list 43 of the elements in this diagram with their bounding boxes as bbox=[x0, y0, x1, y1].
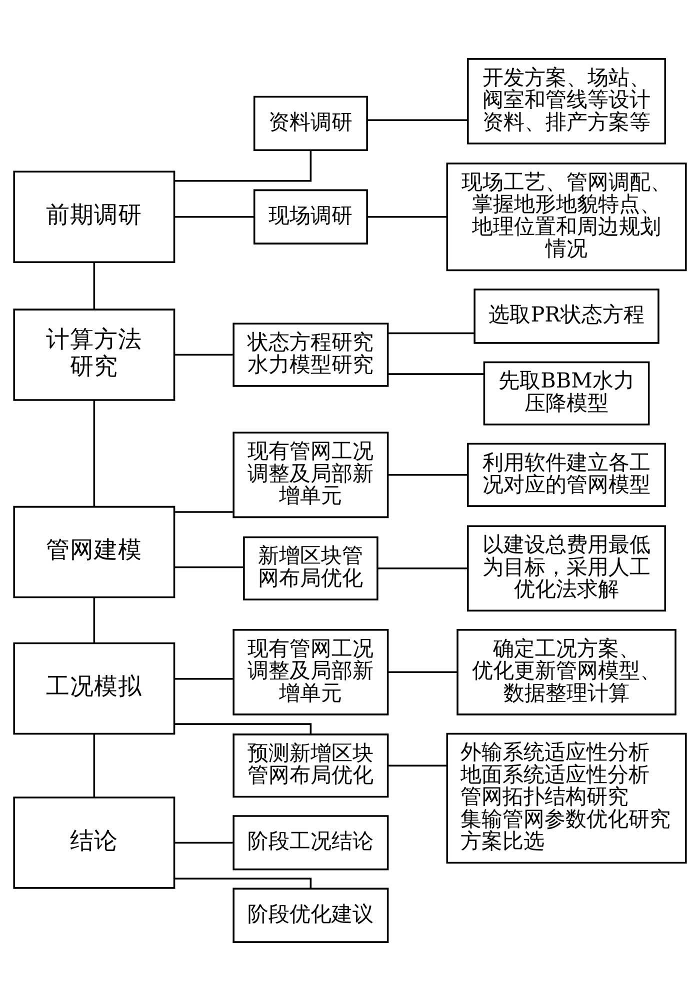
connector bbox=[367, 215, 448, 218]
connector bbox=[367, 118, 468, 120]
node-box: 工况模拟 bbox=[13, 642, 176, 734]
connector bbox=[174, 722, 312, 734]
connector bbox=[174, 215, 254, 218]
node-box: 选取PR状态方程 bbox=[474, 288, 660, 344]
node-box: 阶段优化建议 bbox=[232, 887, 389, 942]
node-box: 计算方法研究 bbox=[13, 308, 176, 400]
connector bbox=[174, 566, 244, 568]
node-box: 管网建模 bbox=[13, 505, 176, 598]
connector bbox=[174, 841, 233, 844]
node-box: 结论 bbox=[13, 796, 176, 888]
node-box: 开发方案、场站、阀室和管线等设计资料、排产方案等 bbox=[467, 58, 666, 144]
connector bbox=[174, 353, 233, 356]
connector bbox=[93, 400, 96, 506]
connector bbox=[93, 733, 96, 797]
connector bbox=[388, 372, 484, 374]
connector bbox=[174, 510, 233, 512]
node-box: 利用软件建立各工况对应的管网模型 bbox=[467, 442, 666, 506]
connector bbox=[93, 262, 96, 309]
node-box: 先取BBM水力压降模型 bbox=[483, 360, 650, 425]
connector bbox=[388, 474, 468, 476]
connector bbox=[388, 332, 474, 334]
node-box: 现场工艺、管网调配、掌握地形地貌特点、地理位置和周边规划情况 bbox=[446, 162, 687, 271]
connector bbox=[174, 877, 312, 888]
node-box: 阶段工况结论 bbox=[232, 814, 389, 870]
connector bbox=[378, 566, 468, 569]
connector bbox=[174, 677, 233, 680]
node-box: 确定工况方案、优化更新管网模型、数据整理计算 bbox=[456, 628, 676, 715]
connector bbox=[388, 764, 447, 766]
connector bbox=[388, 670, 458, 673]
node-box: 现有管网工况调整及局部新增单元 bbox=[232, 628, 389, 715]
node-box: 前期调研 bbox=[13, 170, 176, 262]
node-box: 现有管网工况调整及局部新增单元 bbox=[232, 431, 389, 518]
node-box: 资料调研 bbox=[253, 95, 368, 151]
node-box: 以建设总费用最低为目标，采用人工优化法求解 bbox=[467, 524, 666, 611]
node-box: 预测新增区块管网布局优化 bbox=[232, 733, 389, 798]
node-box: 新增区块管网布局优化 bbox=[243, 536, 378, 600]
connector bbox=[174, 150, 312, 182]
node-box: 外输系统适应性分析 地面系统适应性分析 管网拓扑结构研究 集输管网参数优化研究 方案比选 bbox=[446, 732, 687, 864]
node-box: 状态方程研究 水力模型研究 bbox=[232, 322, 389, 386]
connector bbox=[93, 596, 96, 643]
node-box: 现场调研 bbox=[253, 188, 368, 244]
